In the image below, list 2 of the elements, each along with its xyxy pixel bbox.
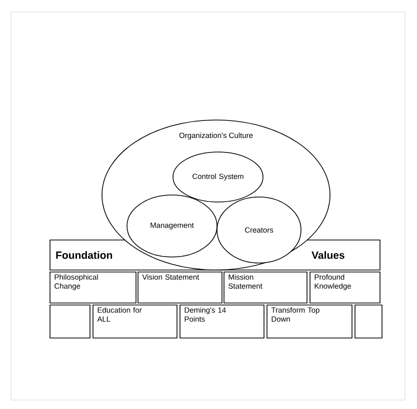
empty-box [354, 304, 382, 338]
empty-box [50, 304, 90, 338]
